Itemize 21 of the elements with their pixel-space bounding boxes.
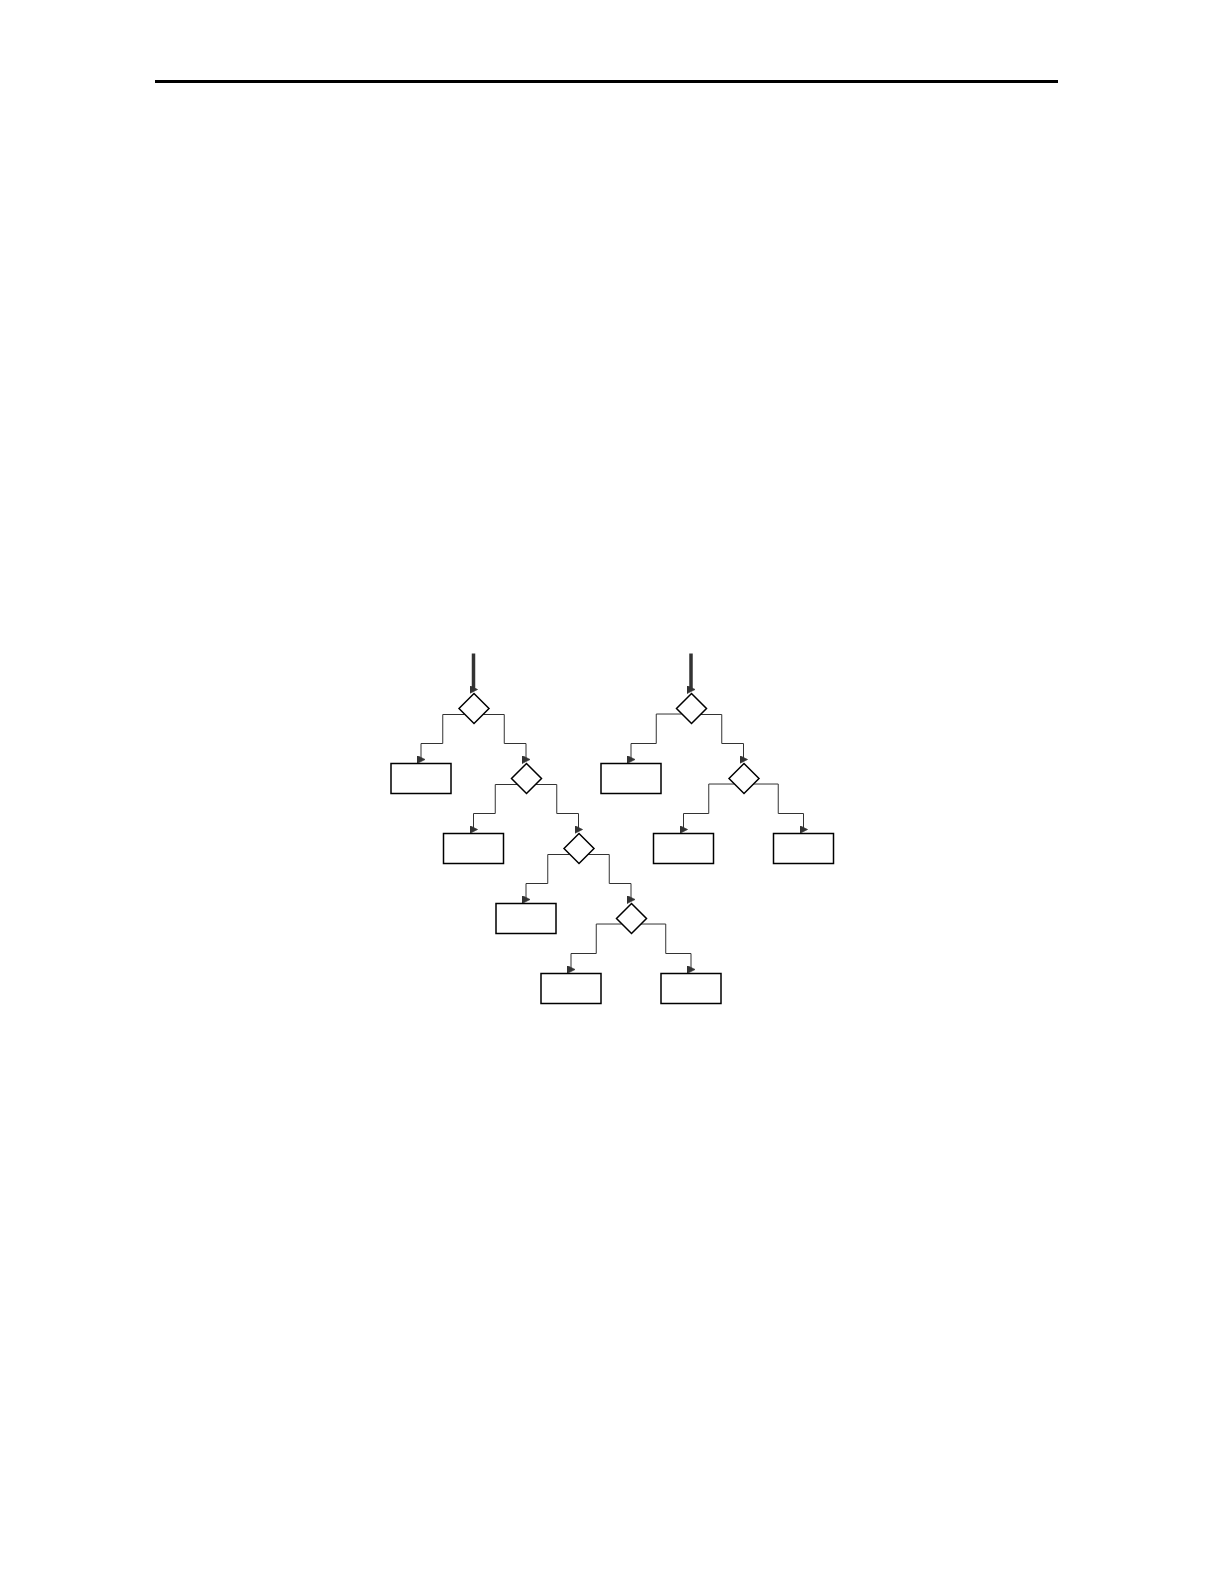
arrow	[678, 783, 735, 834]
arrow	[416, 714, 465, 764]
node-box	[495, 902, 557, 935]
node-diamond	[675, 692, 708, 725]
arrow	[468, 651, 478, 694]
arrow	[566, 923, 622, 974]
node-diamond	[457, 692, 490, 725]
node-diamond	[727, 762, 760, 795]
node-diamond	[510, 762, 543, 795]
node-box	[652, 832, 714, 865]
node-box	[660, 972, 722, 1005]
node-box	[600, 762, 662, 795]
node-box	[772, 832, 834, 865]
arrow	[626, 713, 682, 764]
node-diamond	[615, 902, 648, 935]
node-box	[390, 762, 452, 795]
node-diamond	[562, 832, 595, 865]
arrow	[521, 854, 570, 904]
arrow	[686, 651, 696, 694]
node-box	[540, 972, 602, 1005]
node-box	[442, 832, 504, 865]
